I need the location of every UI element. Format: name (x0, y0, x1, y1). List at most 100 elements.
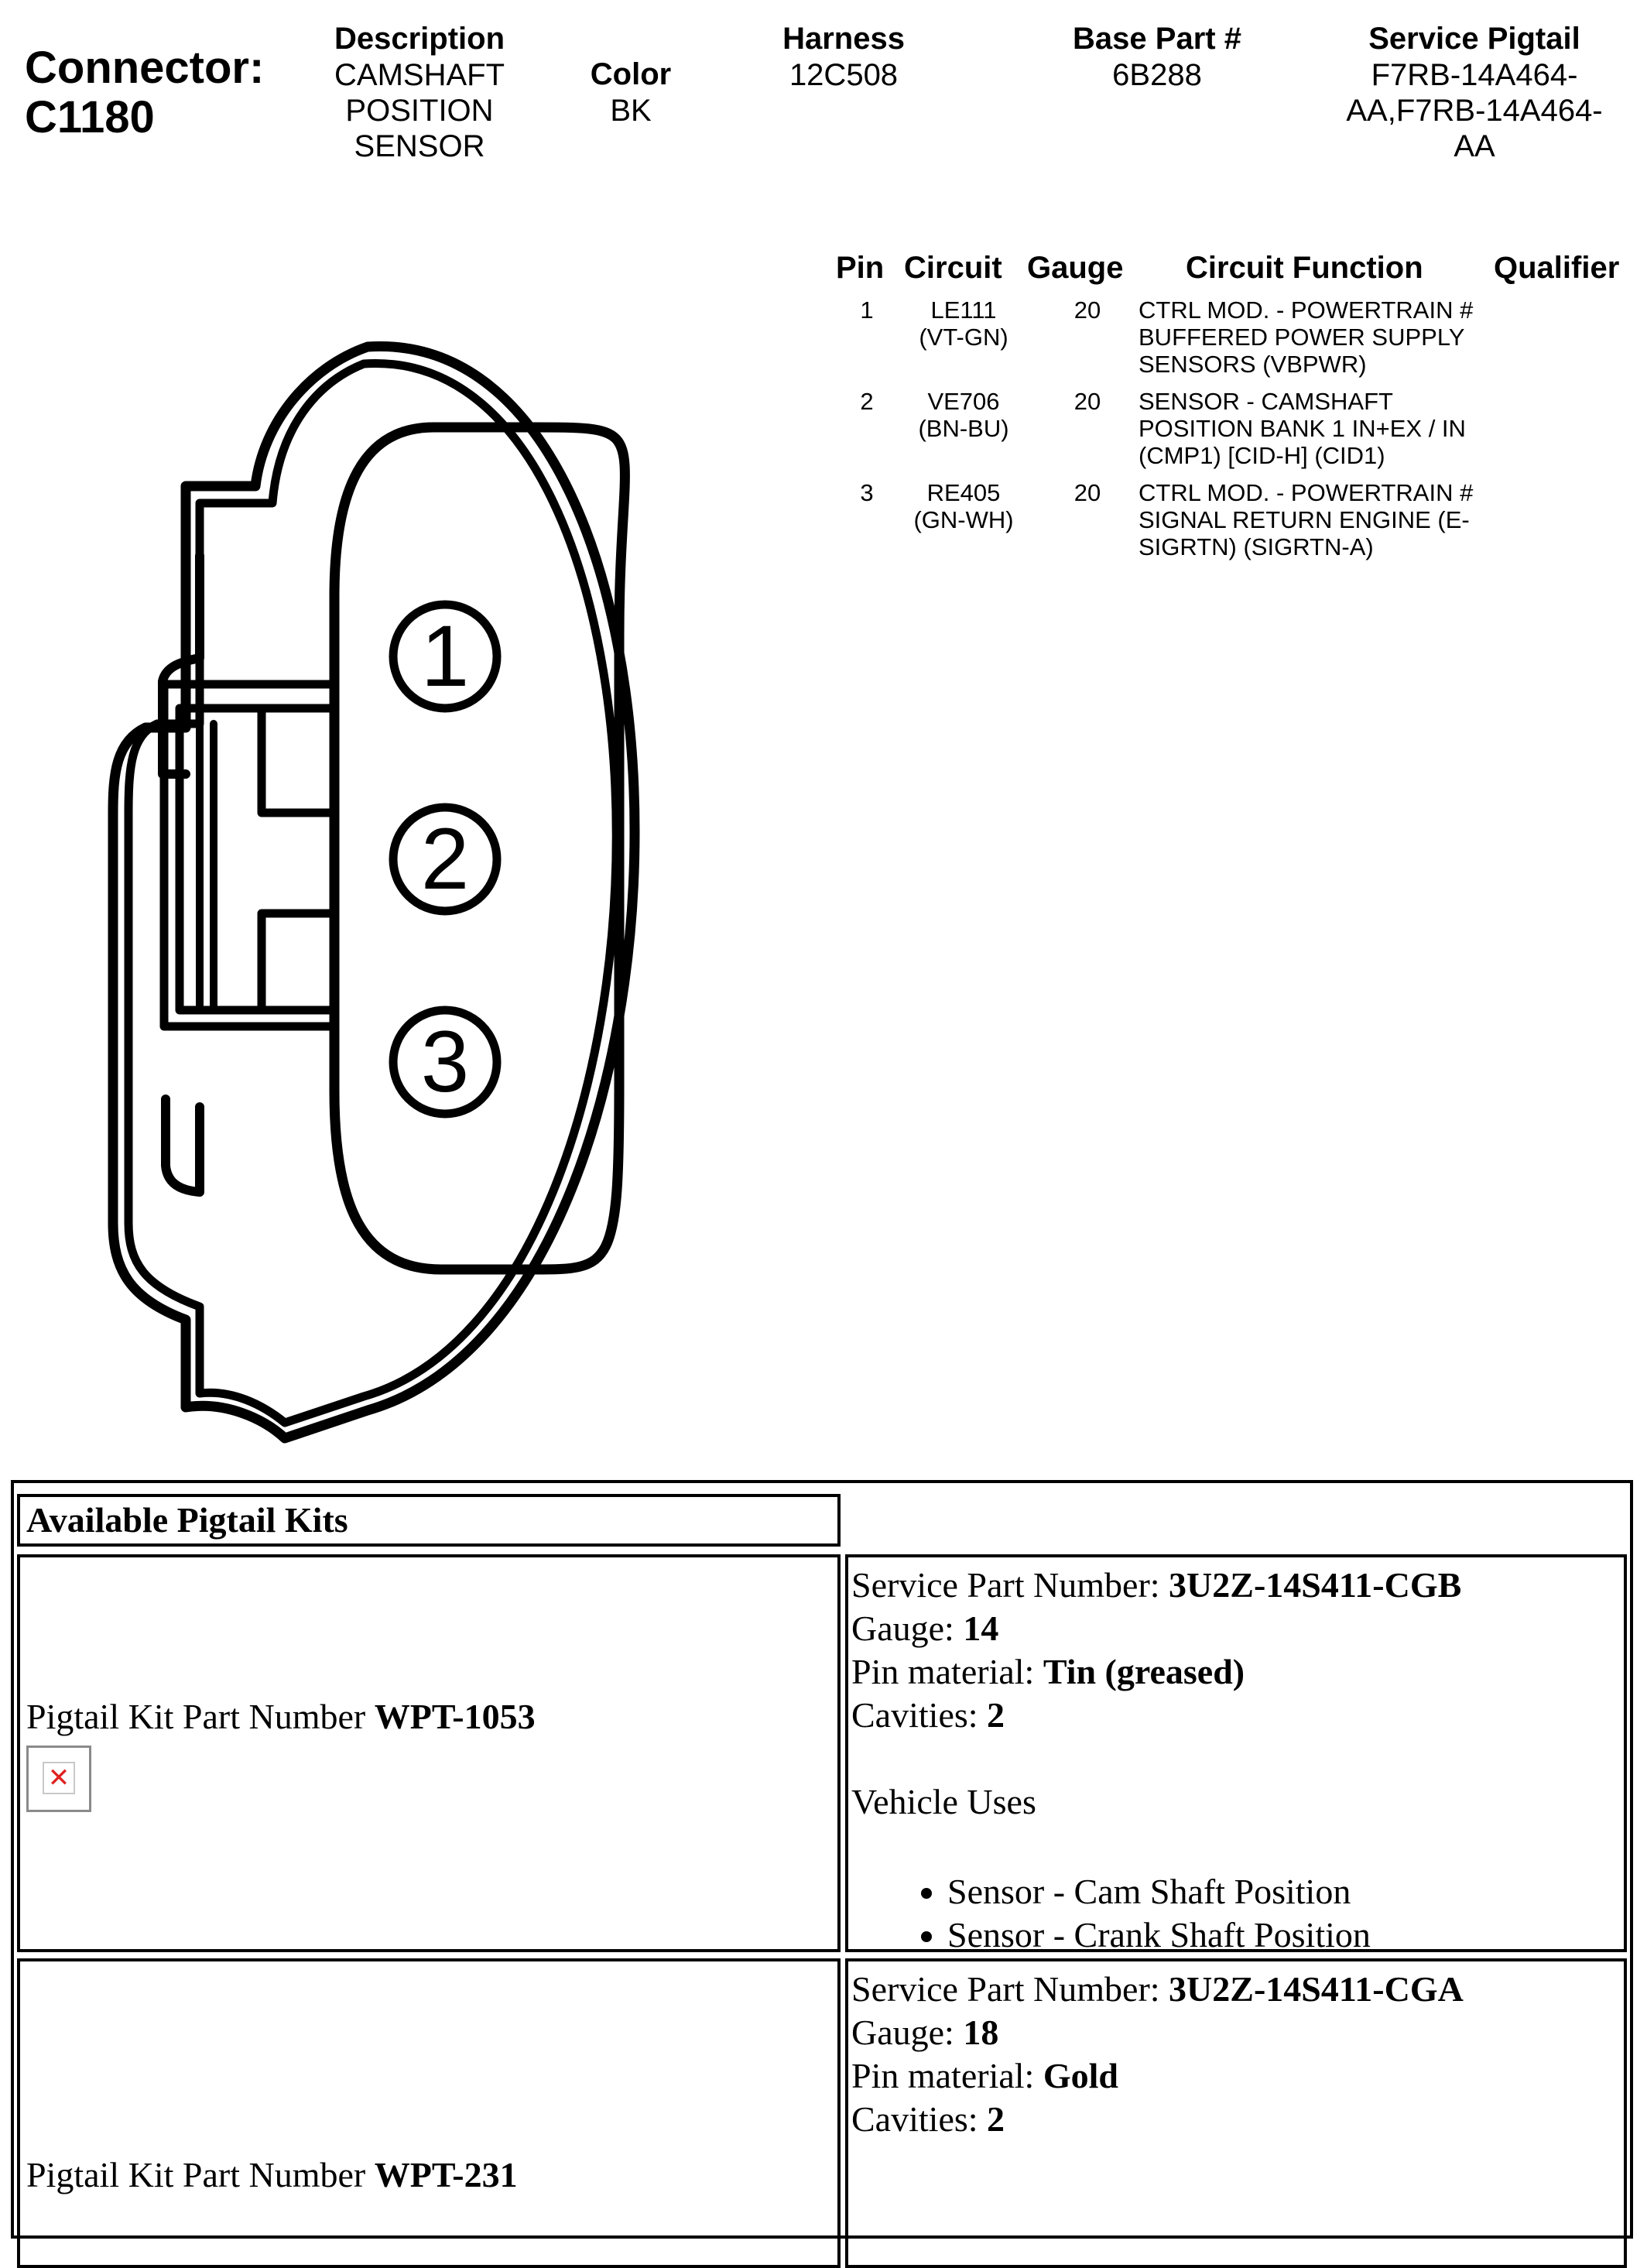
qualifier-header: Qualifier (1494, 251, 1620, 285)
harness-column: Harness 12C508 (728, 20, 960, 93)
pin-cavity (329, 422, 630, 1275)
connector-title: Connector: C1180 (25, 43, 264, 142)
circuit-cell: LE111 (VT-GN) (890, 296, 1037, 351)
color-value: BK (610, 94, 652, 128)
pin-header: Pin (836, 251, 885, 285)
spacer (851, 1824, 1624, 1870)
harness-value: 12C508 (789, 58, 899, 92)
vehicle-use-item: Sensor - Crank Shaft Position (947, 1913, 1624, 1957)
connector-face-diagram: 1 2 3 (108, 341, 640, 1444)
pin-3-label: 3 (421, 1013, 469, 1110)
vehicle-uses-label: Vehicle Uses (851, 1782, 1036, 1821)
connector-id: C1180 (25, 92, 155, 142)
pin-1-circle (389, 600, 502, 713)
latch-step (257, 704, 336, 1015)
service-part-value: 3U2Z-14S411-CGA (1169, 1969, 1464, 2009)
gauge-value: 18 (963, 2013, 999, 2052)
function-line: (CMP1) [CID-H] (CID1) (1139, 442, 1385, 469)
service-pigtail-label: Service Pigtail (1368, 22, 1580, 56)
pin-3-circle (389, 1006, 502, 1119)
service-pigtail-line: AA (1454, 129, 1495, 163)
kit-label-prefix: Pigtail Kit Part Number (26, 2155, 375, 2194)
pin-1-label: 1 (421, 608, 469, 704)
pin-number: 2 (860, 388, 874, 415)
description-line: SENSOR (354, 129, 485, 163)
gauge-header: Gauge (1027, 251, 1124, 285)
kit-part-number: WPT-231 (374, 2155, 518, 2194)
pin-material-label: Pin material: (851, 2056, 1043, 2095)
vehicle-use-item: Sensor - Cam Shaft Position (947, 1870, 1624, 1913)
circuit-color: (BN-BU) (918, 415, 1009, 442)
kit-1-pin-material: Pin material: Tin (greased) (851, 1650, 1624, 1694)
latch-bar (196, 720, 217, 1014)
description-line: CAMSHAFT (334, 58, 505, 92)
kit-2-service-part: Service Part Number: 3U2Z-14S411-CGA (851, 1968, 1624, 2011)
kit-1-details-cell: Service Part Number: 3U2Z-14S411-CGB Gau… (845, 1554, 1627, 1955)
kit-2-gauge: Gauge: 18 (851, 2011, 1624, 2054)
gauge-cell: 20 (1073, 479, 1101, 506)
function-line: SENSOR - CAMSHAFT (1139, 388, 1393, 415)
kit-2-pin-material: Pin material: Gold (851, 2054, 1624, 2098)
circuit-code: VE706 (927, 388, 1000, 415)
harness-label: Harness (782, 22, 905, 56)
service-pigtail-column: Service Pigtail F7RB-14A464- AA,F7RB-14A… (1308, 20, 1641, 164)
function-line: SENSORS (VBPWR) (1139, 351, 1367, 378)
kit-2-label: Pigtail Kit Part Number WPT-231 (26, 2153, 518, 2197)
service-pigtail-line: AA,F7RB-14A464- (1346, 94, 1603, 128)
circuit-function-cell: CTRL MOD. - POWERTRAIN # BUFFERED POWER … (1139, 296, 1487, 378)
kit-1-label: Pigtail Kit Part Number WPT-1053 (26, 1695, 536, 1739)
pigtail-kits-title: Available Pigtail Kits (17, 1494, 841, 1547)
cavities-value: 2 (987, 1695, 1005, 1735)
service-pigtail-line: F7RB-14A464- (1371, 58, 1578, 92)
latch-tab-lower (161, 1095, 204, 1197)
vehicle-uses-list: Sensor - Cam Shaft Position Sensor - Cra… (851, 1870, 1624, 1957)
circuit-color: (GN-WH) (913, 506, 1014, 533)
service-part-label: Service Part Number: (851, 1565, 1169, 1605)
kit-1-left-cell: Pigtail Kit Part Number WPT-1053 ✕ (17, 1554, 841, 1952)
circuit-code: RE405 (926, 479, 1001, 506)
function-line: SIGNAL RETURN ENGINE (E- (1139, 506, 1470, 533)
description-line: POSITION (345, 94, 494, 128)
function-line: CTRL MOD. - POWERTRAIN # (1139, 296, 1474, 324)
kit-2-left-cell: Pigtail Kit Part Number WPT-231 (17, 1958, 841, 2268)
connector-label: Connector: (25, 43, 265, 93)
pin-2-label: 2 (421, 810, 469, 907)
pin-material-value: Gold (1043, 2056, 1118, 2095)
gauge-value: 14 (963, 1608, 999, 1648)
pin-row: 3 RE405 (GN-WH) 20 CTRL MOD. - POWERTRAI… (820, 479, 1641, 570)
broken-image-x-icon: ✕ (43, 1762, 75, 1794)
function-line: SIGRTN) (SIGRTN-A) (1139, 533, 1374, 560)
pin-row: 2 VE706 (BN-BU) 20 SENSOR - CAMSHAFT POS… (820, 388, 1641, 479)
kit-label-prefix: Pigtail Kit Part Number (26, 1697, 375, 1736)
kit-1-service-part: Service Part Number: 3U2Z-14S411-CGB (851, 1564, 1624, 1607)
function-line: CTRL MOD. - POWERTRAIN # (1139, 479, 1474, 506)
cavities-value: 2 (987, 2099, 1005, 2139)
gauge-label: Gauge: (851, 2013, 964, 2052)
pin-2-circle (389, 803, 502, 916)
color-label: Color (590, 57, 672, 91)
kit-2-details-cell: Service Part Number: 3U2Z-14S411-CGA Gau… (845, 1958, 1627, 2268)
pin-number: 3 (860, 479, 874, 506)
cavities-label: Cavities: (851, 1695, 988, 1735)
circuit-function-cell: SENSOR - CAMSHAFT POSITION BANK 1 IN+EX … (1139, 388, 1487, 469)
kit-2-cavities: Cavities: 2 (851, 2098, 1624, 2141)
spacer (851, 1737, 1624, 1780)
cavities-label: Cavities: (851, 2099, 988, 2139)
gauge-cell: 20 (1073, 296, 1101, 324)
function-line: POSITION BANK 1 IN+EX / IN (1139, 415, 1466, 442)
pin-number: 1 (860, 296, 874, 324)
gauge-cell: 20 (1073, 388, 1101, 415)
circuit-cell: RE405 (GN-WH) (890, 479, 1037, 533)
latch-slot (159, 680, 336, 1031)
connector-shell-inner-outline (124, 359, 621, 1427)
kit-1-cavities: Cavities: 2 (851, 1694, 1624, 1737)
circuit-cell: VE706 (BN-BU) (890, 388, 1037, 442)
service-part-label: Service Part Number: (851, 1969, 1169, 2009)
base-part-value: 6B288 (1112, 58, 1202, 92)
pin-row: 1 LE111 (VT-GN) 20 CTRL MOD. - POWERTRAI… (820, 296, 1641, 388)
service-part-value: 3U2Z-14S411-CGB (1169, 1565, 1462, 1605)
pin-material-label: Pin material: (851, 1652, 1043, 1691)
broken-image-icon: ✕ (26, 1746, 91, 1812)
pin-material-value: Tin (greased) (1043, 1652, 1245, 1691)
function-line: BUFFERED POWER SUPPLY (1139, 324, 1465, 351)
